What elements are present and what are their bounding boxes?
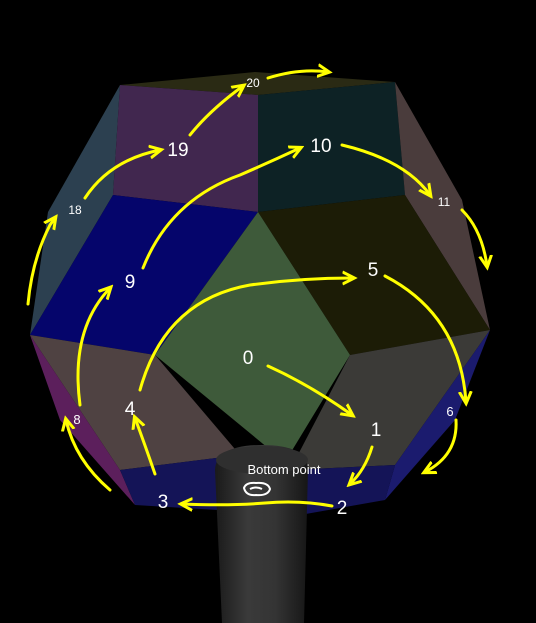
face-upper-teal bbox=[258, 82, 405, 212]
face-lower-right-navy bbox=[385, 330, 490, 500]
arrow-8-to-9 bbox=[76, 288, 110, 407]
label-5: 5 bbox=[368, 260, 379, 281]
stand-top bbox=[216, 446, 308, 474]
label-0: 0 bbox=[243, 348, 254, 369]
label-2: 2 bbox=[337, 498, 348, 519]
label-4: 4 bbox=[125, 399, 136, 420]
label-11: 11 bbox=[438, 195, 451, 209]
label-8: 8 bbox=[73, 412, 80, 427]
bottom-point-label: Bottom point bbox=[248, 462, 321, 477]
label-3: 3 bbox=[158, 492, 169, 513]
label-1: 1 bbox=[371, 420, 382, 441]
face-lower-left-mauve bbox=[30, 335, 240, 470]
face-left-navy bbox=[30, 195, 258, 355]
arrow-5-to-6 bbox=[383, 274, 466, 402]
label-6: 6 bbox=[446, 404, 453, 419]
face-lower-right-gray bbox=[290, 330, 490, 470]
arrow-3-to-4 bbox=[135, 418, 157, 476]
arrow-0-to-1 bbox=[266, 364, 352, 415]
bottom-point-annotation: Bottom point bbox=[242, 462, 321, 497]
label-20: 20 bbox=[246, 76, 260, 90]
face-upper-purple bbox=[113, 85, 258, 212]
stand-body bbox=[215, 445, 308, 623]
arrow-left-to-18 bbox=[26, 218, 55, 306]
arrow-2-to-3 bbox=[182, 502, 334, 506]
label-19: 19 bbox=[167, 140, 188, 161]
arrow-18-to-19 bbox=[83, 150, 160, 200]
stand bbox=[215, 445, 308, 623]
path-arrows bbox=[26, 71, 487, 506]
arrow-19-to-20 bbox=[188, 86, 243, 137]
face-upper-left-slate bbox=[30, 85, 120, 335]
arrow-4-to-5 bbox=[138, 278, 353, 392]
arrow-9-to-10 bbox=[141, 148, 300, 270]
arrow-10-to-11 bbox=[340, 143, 430, 195]
arrow-3-to-8 bbox=[66, 420, 112, 492]
label-10: 10 bbox=[310, 136, 331, 157]
face-upper-right-brown bbox=[395, 82, 490, 330]
label-18: 18 bbox=[68, 203, 82, 217]
face-center-green bbox=[155, 212, 350, 462]
arrow-11-to-next bbox=[460, 208, 487, 266]
polyhedron-faces bbox=[30, 72, 490, 515]
arrow-1-to-2 bbox=[350, 445, 374, 484]
bottom-point-marker bbox=[242, 481, 272, 497]
face-labels: 0 1 2 3 4 5 6 8 9 10 11 18 19 20 bbox=[68, 76, 453, 519]
face-right-olive bbox=[258, 195, 490, 355]
label-9: 9 bbox=[125, 272, 136, 293]
face-lower-left-magenta bbox=[30, 335, 135, 505]
arrow-20-to-next bbox=[266, 71, 328, 80]
arrow-6-to-next bbox=[425, 418, 458, 472]
